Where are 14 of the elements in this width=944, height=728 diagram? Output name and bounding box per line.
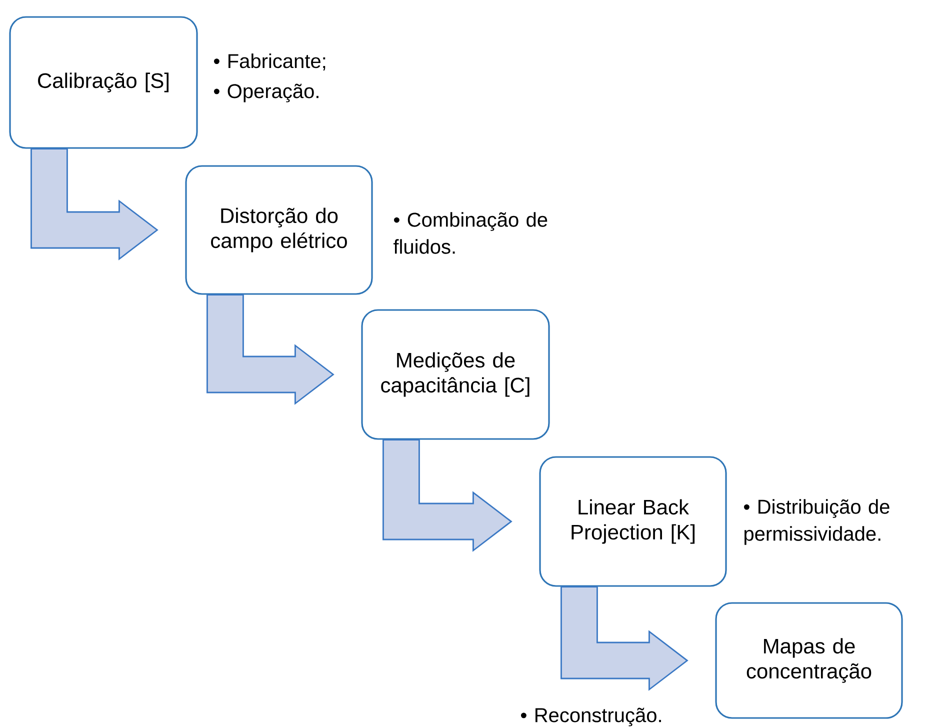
bullet-text: • Reconstrução. [521, 708, 661, 726]
process-box: Mapas de concentração [715, 602, 903, 719]
block-arrow [560, 586, 688, 691]
bullet-text: • Operação. [214, 84, 318, 102]
bullet-text: • Combinação de fluidos. [394, 212, 548, 254]
process-box: Distorção do campo elétrico [185, 165, 373, 295]
bullet-text: • Fabricante; [214, 53, 326, 71]
process-box: Calibração [S] [9, 16, 198, 149]
block-arrow [206, 294, 334, 405]
block-arrow [382, 439, 512, 552]
block-arrow [30, 148, 158, 260]
process-box: Medições de capacitância [C] [361, 309, 550, 440]
process-box: Linear Back Projection [K] [539, 456, 727, 587]
bullet-text: • Distribuição de permissividade. [744, 499, 890, 545]
